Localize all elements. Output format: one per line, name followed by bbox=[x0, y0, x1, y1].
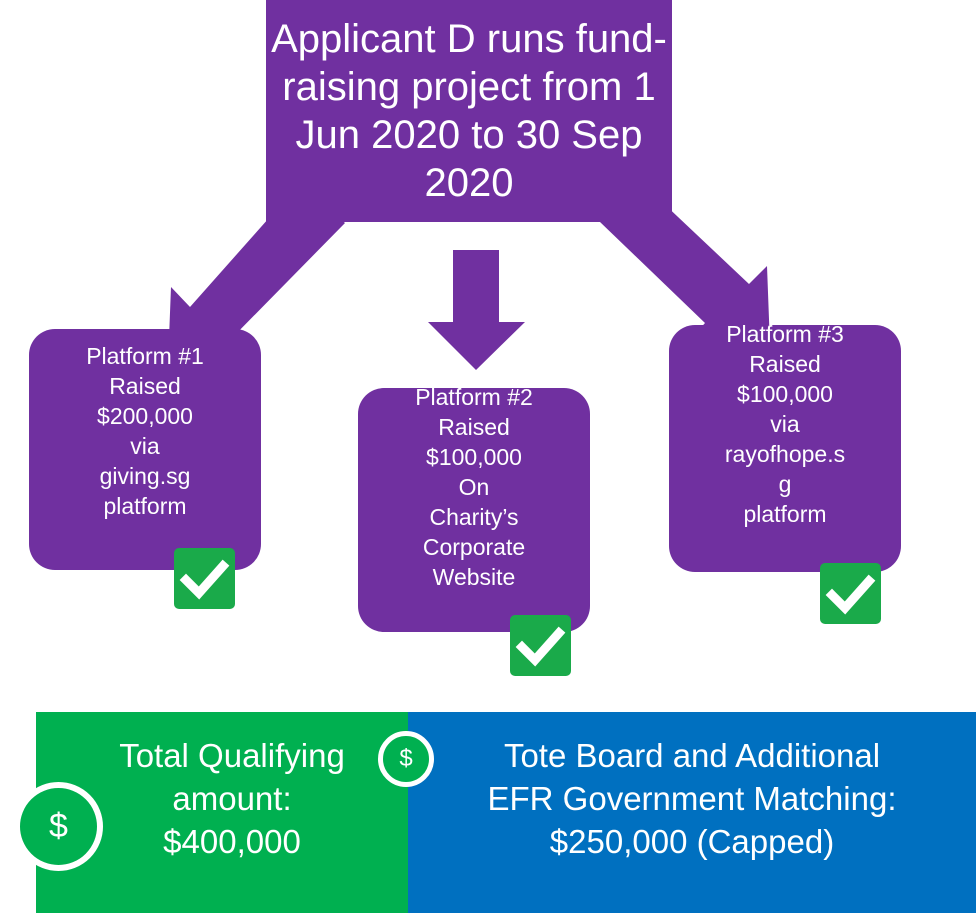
matching-line: EFR Government Matching: bbox=[487, 780, 897, 817]
platform-3-box: Platform #3 Raised $100,000 via rayofhop… bbox=[669, 325, 901, 572]
total-qualifying-panel: Total Qualifying amount: $400,000 bbox=[36, 712, 408, 913]
matching-line: Tote Board and Additional bbox=[503, 737, 881, 774]
platform-3-line: via bbox=[770, 411, 800, 437]
coin-symbol: $ bbox=[399, 745, 413, 772]
platform-3-line: rayofhope.s bbox=[724, 441, 846, 467]
platform-1-line: giving.sg bbox=[99, 463, 191, 489]
total-line: Total Qualifying bbox=[119, 737, 345, 774]
platform-1-line: platform bbox=[103, 493, 187, 519]
platform-1-line: Platform #1 bbox=[86, 343, 204, 369]
total-line: $400,000 bbox=[163, 823, 301, 860]
platform-2-line: Charity’s bbox=[429, 504, 519, 530]
platform-3-line: $100,000 bbox=[737, 381, 833, 407]
platform-3-line: Platform #3 bbox=[726, 325, 844, 347]
platform-1-line: Raised bbox=[109, 373, 181, 399]
matching-panel: Tote Board and Additional EFR Government… bbox=[408, 712, 976, 913]
platform-2-line: $100,000 bbox=[426, 444, 522, 470]
platform-1-line: $200,000 bbox=[97, 403, 193, 429]
arrow-middle-down bbox=[428, 250, 525, 370]
check-icon bbox=[174, 548, 235, 609]
dollar-coin-icon: $ bbox=[14, 782, 103, 871]
arrow-right-diagonal bbox=[600, 183, 770, 346]
coin-symbol: $ bbox=[49, 807, 68, 845]
dollar-coin-icon: $ bbox=[378, 731, 434, 787]
platform-1-line: via bbox=[130, 433, 160, 459]
platform-1-box: Platform #1 Raised $200,000 via giving.s… bbox=[29, 329, 261, 570]
matching-line: $250,000 (Capped) bbox=[549, 823, 835, 860]
platform-3-line: g bbox=[778, 471, 792, 497]
project-box: Applicant D runs fund-raising project fr… bbox=[266, 0, 672, 222]
platform-3-line: platform bbox=[743, 501, 827, 527]
platform-2-box: Platform #2 Raised $100,000 On Charity’s… bbox=[358, 388, 590, 632]
check-icon bbox=[820, 563, 881, 624]
arrow-left-diagonal bbox=[168, 183, 345, 364]
check-icon bbox=[510, 615, 571, 676]
platform-3-line: Raised bbox=[749, 351, 821, 377]
total-line: amount: bbox=[172, 780, 292, 817]
platform-2-line: Website bbox=[432, 564, 516, 590]
platform-2-line: Corporate bbox=[422, 534, 526, 560]
platform-2-line: On bbox=[458, 474, 490, 500]
platform-2-line: Platform #2 bbox=[415, 388, 533, 410]
project-text: Applicant D runs fund-raising project fr… bbox=[271, 17, 667, 205]
platform-2-line: Raised bbox=[438, 414, 510, 440]
